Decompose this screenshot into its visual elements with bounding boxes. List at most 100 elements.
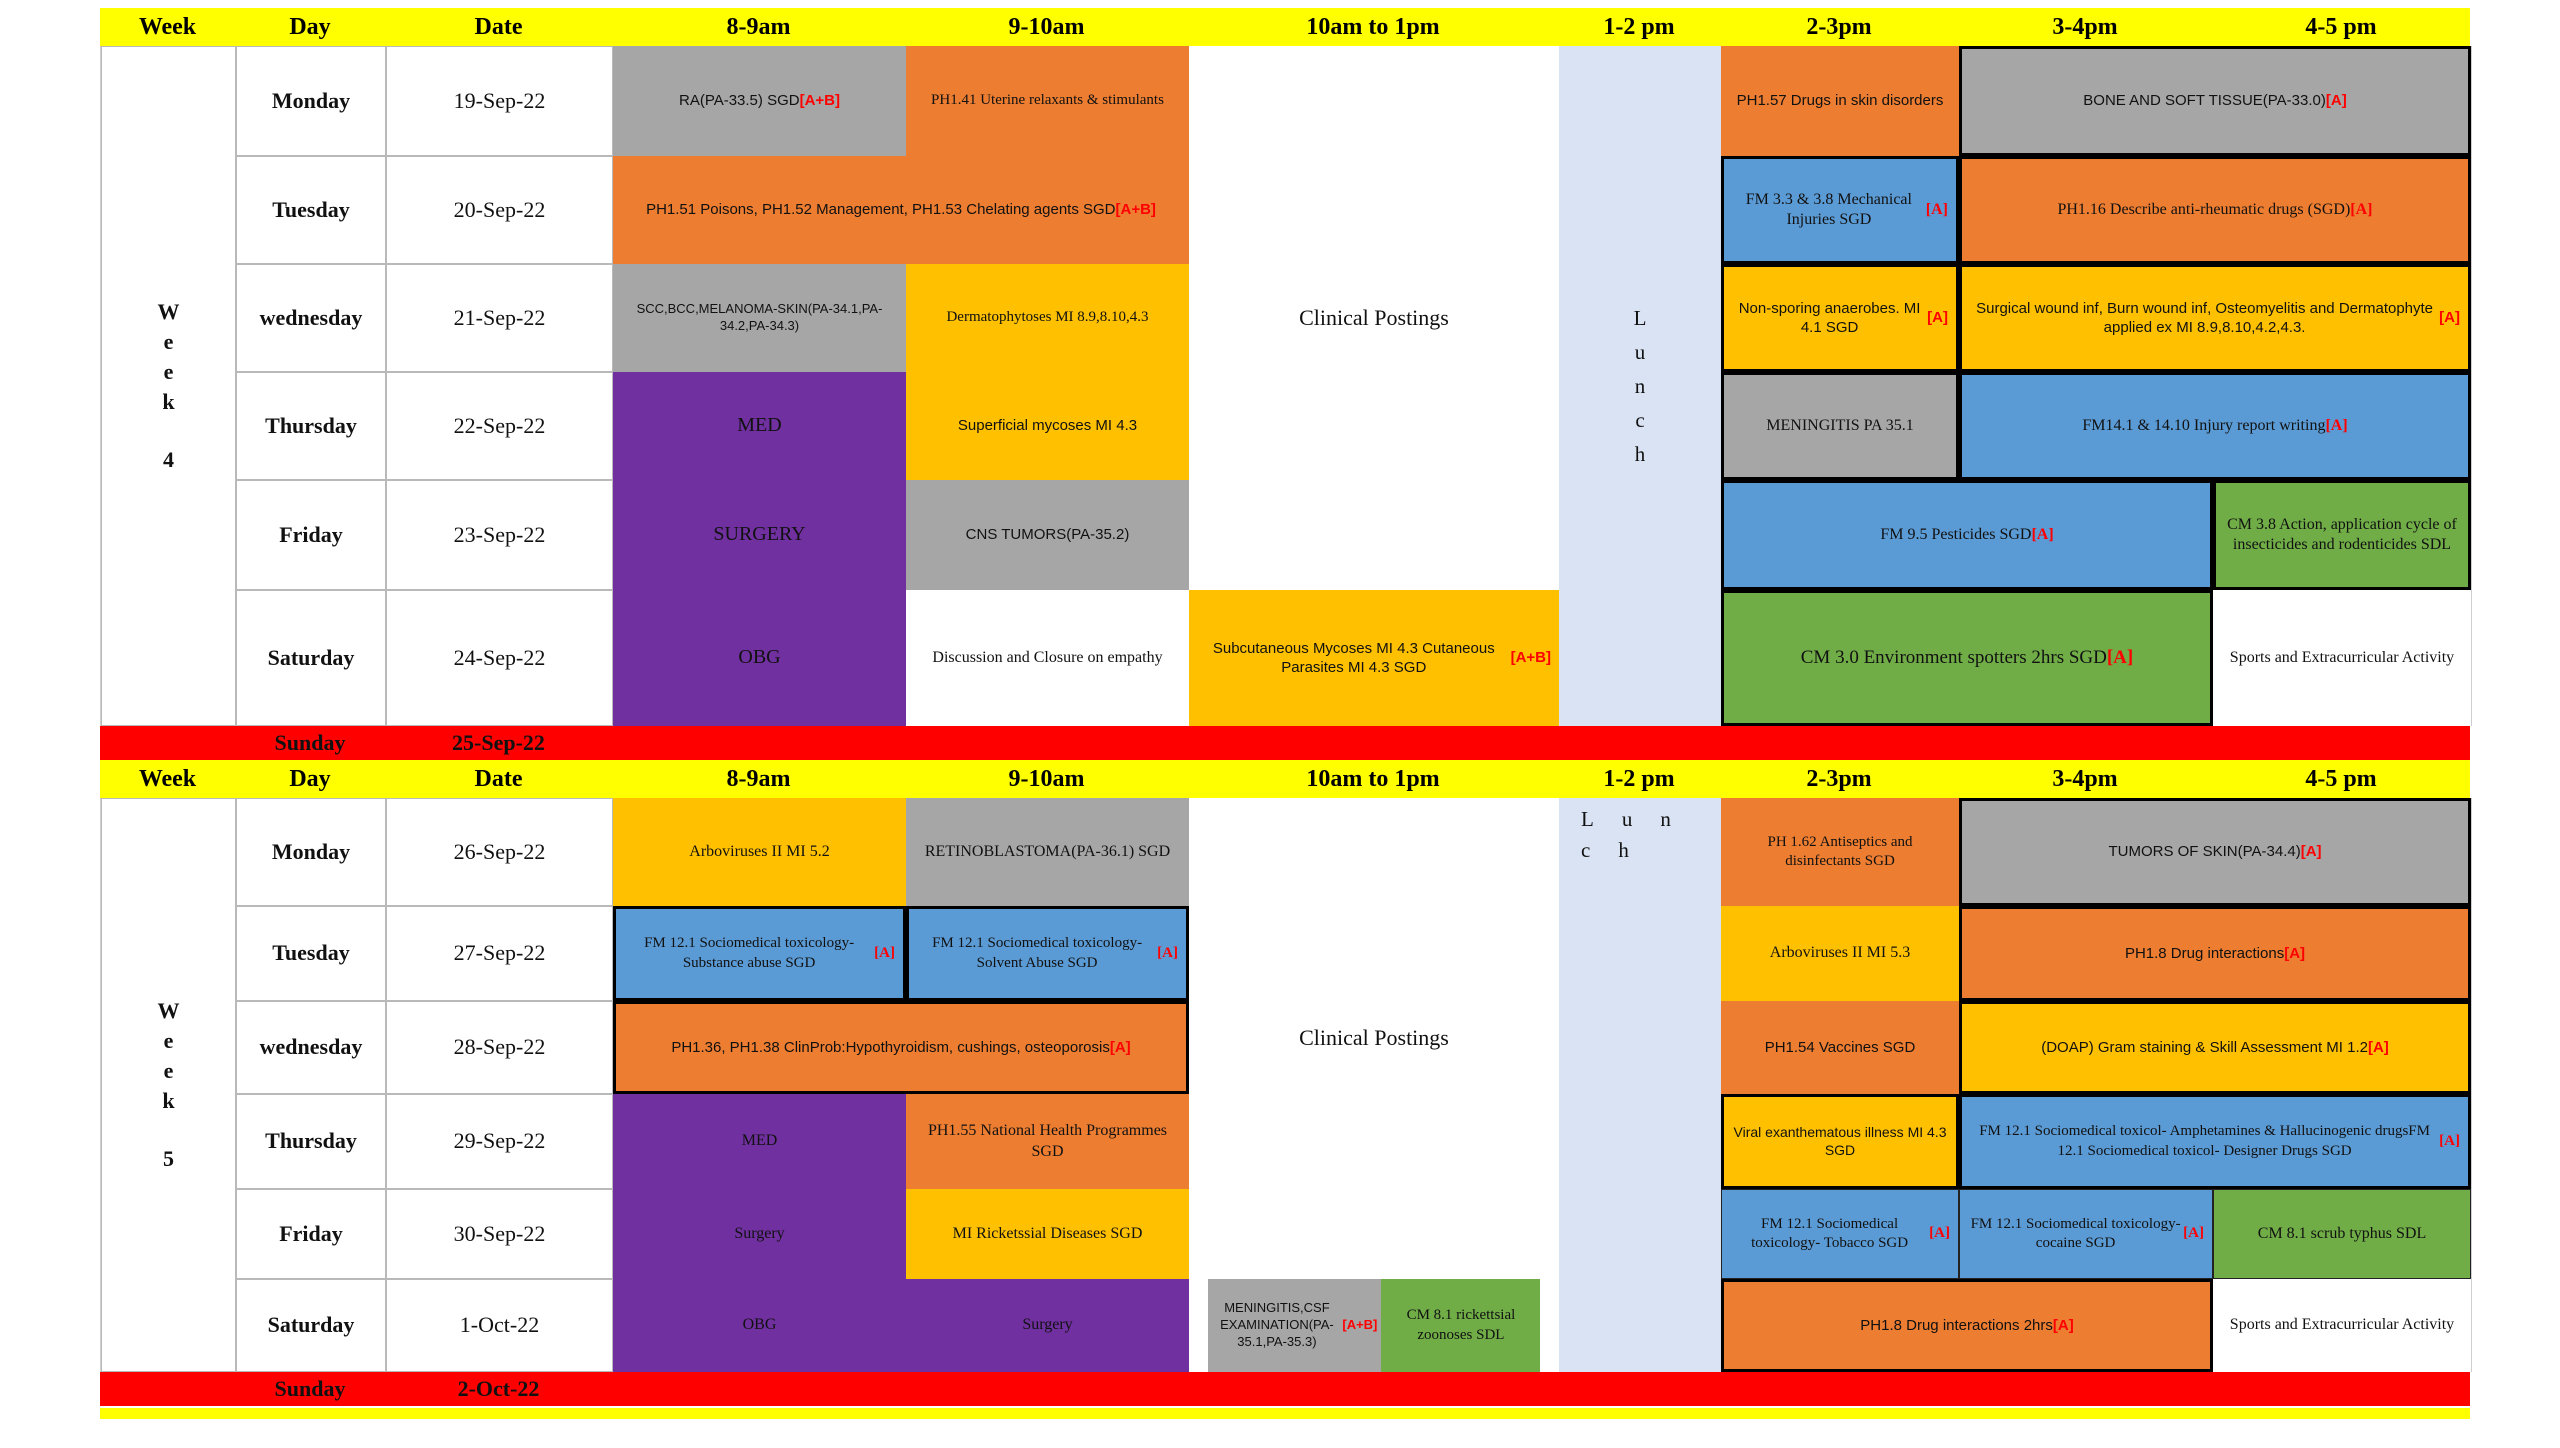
cell-text: FM 3.3 & 3.8 Mechanical Injuries SGD (1745, 190, 1912, 228)
week-label-letter: W (157, 299, 180, 324)
cell-text: FM 9.5 Pesticides SGD (1880, 525, 2032, 543)
timetable-cell: FM 12.1 Sociomedical toxicology- Tobacco… (1721, 1189, 1959, 1279)
header-cell: 1-2 pm (1603, 13, 1675, 40)
timetable-cell: Superficial mycoses MI 4.3 (906, 372, 1189, 480)
cell-text: OBG (742, 1316, 777, 1334)
week-number: 5 (163, 1146, 174, 1171)
cell-text: Subcutaneous Mycoses MI 4.3 Cutaneous Pa… (1212, 639, 1495, 676)
timetable-cell: Arboviruses II MI 5.2 (613, 798, 906, 906)
lunch-letter: h (1634, 442, 1646, 466)
timetable-cell: FM14.1 & 14.10 Injury report writing [A] (1959, 372, 2471, 480)
cell-text: Surgery (1022, 1316, 1073, 1334)
lunch-letter: c (1581, 837, 1591, 862)
header-cell: 3-4pm (2052, 13, 2118, 40)
day-cell: wednesday (236, 1001, 386, 1094)
timetable-cell: FM 3.3 & 3.8 Mechanical Injuries SGD [A] (1721, 156, 1959, 264)
timetable-cell: (DOAP) Gram staining & Skill Assessment … (1959, 1001, 2471, 1094)
header-cell: 10am to 1pm (1306, 13, 1440, 40)
timetable-cell: FM 9.5 Pesticides SGD [A] (1721, 480, 2213, 590)
day-cell: Tuesday (236, 906, 386, 1001)
timetable-cell: MED (613, 1094, 906, 1189)
timetable-cell: CNS TUMORS(PA-35.2) (906, 480, 1189, 590)
timetable-cell: OBG (613, 590, 906, 726)
group-tag: [A] (1929, 1225, 1950, 1242)
group-tag: [A] (2031, 525, 2054, 543)
timetable-cell: Surgery (613, 1189, 906, 1279)
timetable-cell: Arboviruses II MI 5.3 (1721, 906, 1959, 1001)
timetable-cell: Discussion and Closure on empathy (906, 590, 1189, 726)
cell-text: MENINGITIS,CSF EXAMINATION(PA-35.1,PA-35… (1220, 1300, 1334, 1349)
date-cell: 30-Sep-22 (386, 1189, 613, 1279)
cell-text: Arboviruses II MI 5.3 (1769, 944, 1911, 962)
timetable-cell: TUMORS OF SKIN(PA-34.4) [A] (1959, 798, 2471, 906)
sunday-day-cell: Sunday (274, 730, 346, 755)
timetable-cell: FM 12.1 Sociomedical toxicology- Substan… (613, 906, 906, 1001)
cell-text: MED (741, 1132, 778, 1150)
cell-text: Discussion and Closure on empathy (932, 648, 1163, 666)
date-cell: 1-Oct-22 (386, 1279, 613, 1372)
timetable-cell: PH1.8 Drug interactions 2hrs [A] (1721, 1279, 2213, 1372)
sunday-day-cell: Sunday (274, 1376, 346, 1401)
lunch-letter: h (1618, 837, 1629, 862)
cell-text: Viral exanthematous illness MI 4.3 SGD (1733, 1123, 1947, 1158)
group-tag: [A] (1927, 309, 1948, 327)
sunday-date-cell: 25-Sep-22 (452, 730, 545, 755)
day-cell: Monday (236, 798, 386, 906)
timetable-cell: Surgical wound inf, Burn wound inf, Oste… (1959, 264, 2471, 372)
date-cell: 23-Sep-22 (386, 480, 613, 590)
group-tag: [A] (2439, 309, 2460, 327)
cell-text: FM 12.1 Sociomedical toxicology- Tobacco… (1751, 1215, 1909, 1251)
header-cell: 1-2 pm (1603, 765, 1675, 792)
timetable-cell: CM 3.0 Environment spotters 2hrs SGD [A] (1721, 590, 2213, 726)
timetable-cell: PH1.8 Drug interactions [A] (1959, 906, 2471, 1001)
timetable-cell: MENINGITIS,CSF EXAMINATION(PA-35.1,PA-35… (1207, 1279, 1382, 1372)
header-cell: 9-10am (1008, 13, 1085, 40)
lunch-letter: n (1634, 374, 1646, 398)
cell-text: Superficial mycoses MI 4.3 (957, 417, 1138, 435)
cell-text: FM14.1 & 14.10 Injury report writing (2082, 416, 2326, 434)
day-cell: Tuesday (236, 156, 386, 264)
cell-text: PH1.41 Uterine relaxants & stimulants (931, 92, 1164, 109)
cell-text: FM 12.1 Sociomedical toxicology- cocaine… (1970, 1215, 2181, 1251)
lunch-letter: u (1634, 340, 1646, 364)
lunch-letter: L (1581, 807, 1594, 831)
lunch-letter: c (1635, 408, 1645, 432)
timetable-cell: SCC,BCC,MELANOMA-SKIN(PA-34.1,PA-34.2,PA… (613, 264, 906, 372)
week-label-letter: e (163, 1058, 174, 1083)
cell-text: MI Ricketssial Diseases SGD (952, 1224, 1143, 1242)
timetable-cell: MED (613, 372, 906, 480)
cell-text: PH1.51 Poisons, PH1.52 Management, PH1.5… (646, 201, 1116, 219)
week-label-letter: W (157, 998, 180, 1023)
date-cell: 24-Sep-22 (386, 590, 613, 726)
group-tag: [A+B] (1115, 201, 1156, 219)
cell-text: FM 12.1 Sociomedical toxicology- Substan… (644, 935, 855, 971)
lunch-letter: L (1633, 306, 1647, 330)
timetable-cell: PH1.57 Drugs in skin disorders (1721, 46, 1959, 156)
group-tag: [A+B] (1342, 1317, 1378, 1333)
cell-text: PH1.8 Drug interactions (2124, 944, 2285, 962)
header-cell: 3-4pm (2052, 765, 2118, 792)
date-cell: 26-Sep-22 (386, 798, 613, 906)
cell-text: (DOAP) Gram staining & Skill Assessment … (2041, 1038, 2368, 1056)
group-tag: [A] (2052, 1316, 2074, 1334)
timetable-cell: PH1.36, PH1.38 ClinProb:Hypothyroidism, … (613, 1001, 1189, 1094)
group-tag: [A] (2350, 200, 2373, 218)
cell-text: Sports and Extracurricular Activity (2229, 1316, 2455, 1334)
timetable-cell: PH1.54 Vaccines SGD (1721, 1001, 1959, 1094)
header-cell: Date (474, 13, 523, 40)
timetable-cell: Viral exanthematous illness MI 4.3 SGD (1721, 1094, 1959, 1189)
cell-text: SURGERY (713, 523, 806, 546)
cell-text: PH1.55 National Health Programmes SGD (927, 1122, 1168, 1160)
header-cell: 2-3pm (1806, 765, 1872, 792)
header-cell: 10am to 1pm (1306, 765, 1440, 792)
week-label-letter: k (162, 1088, 175, 1113)
timetable-cell: CM 3.8 Action, application cycle of inse… (2213, 480, 2471, 590)
date-cell: 19-Sep-22 (386, 46, 613, 156)
timetable-cell: MI Ricketssial Diseases SGD (906, 1189, 1189, 1279)
week-label-letter: k (162, 389, 175, 414)
